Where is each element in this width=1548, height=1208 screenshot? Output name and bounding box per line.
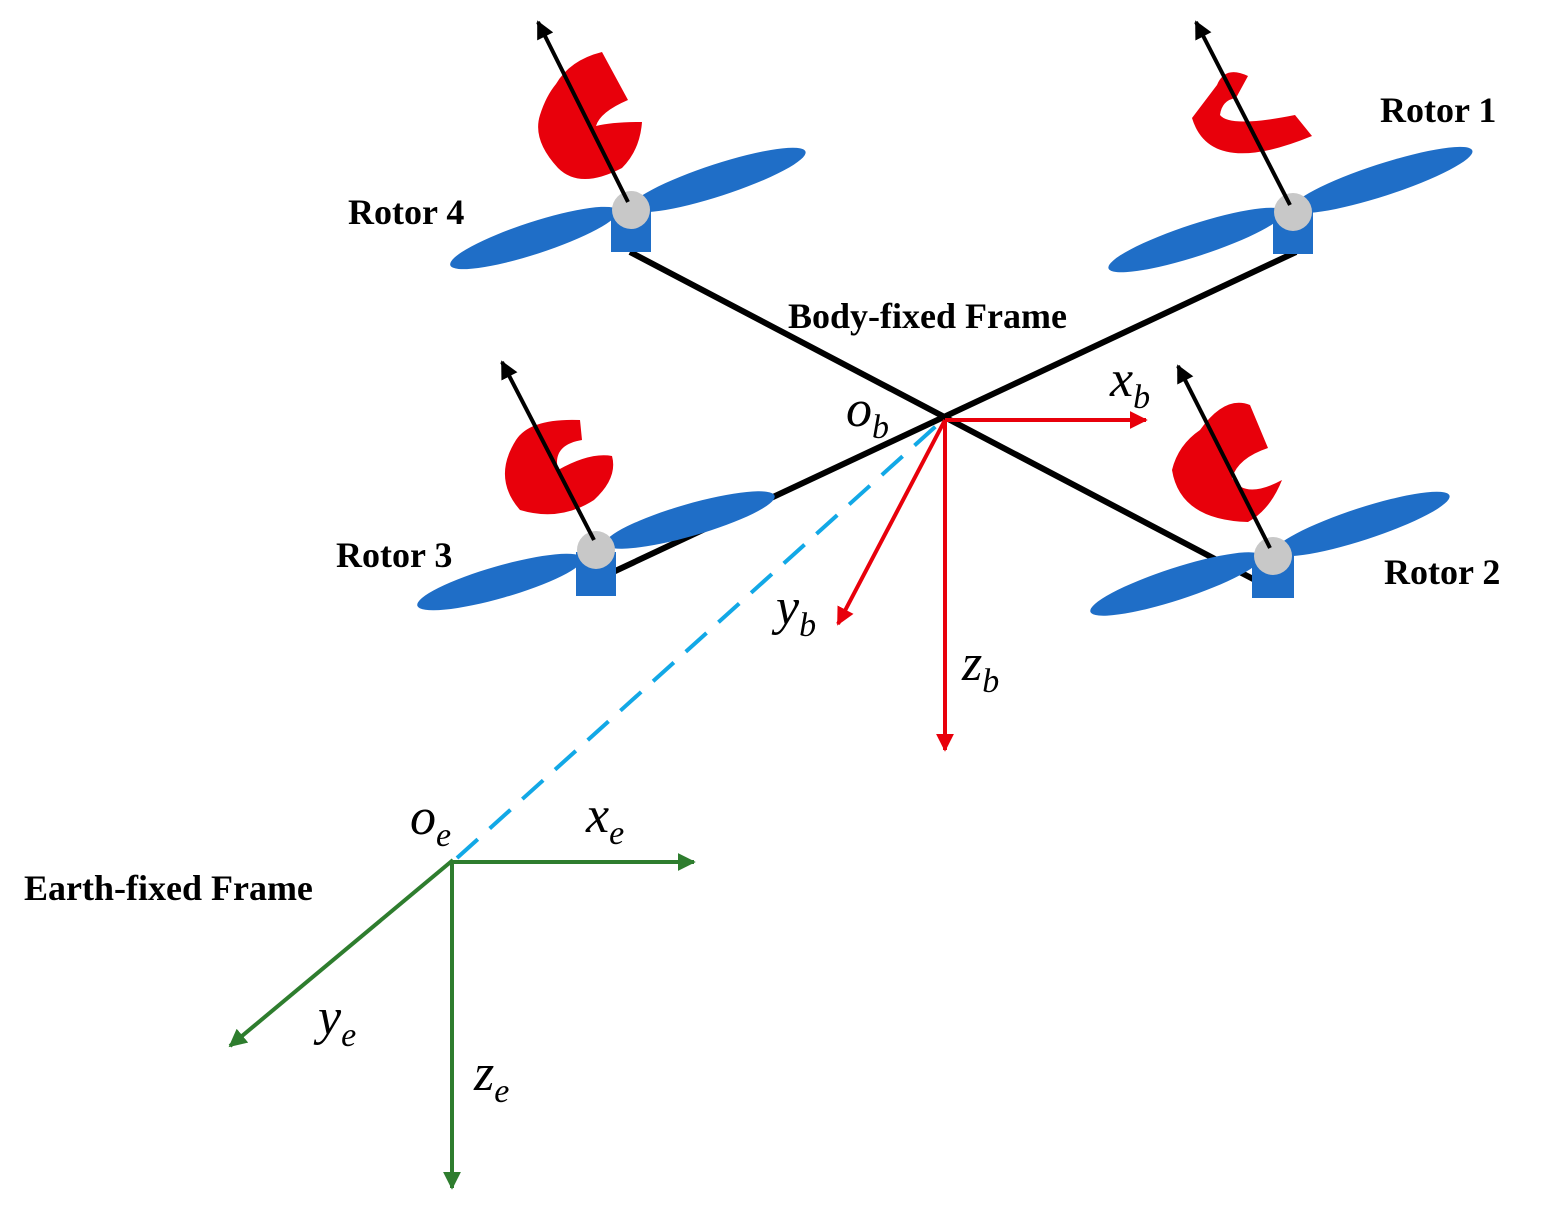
z-b-label: zb	[961, 635, 999, 700]
thrust-arrow	[500, 360, 596, 541]
y-b-label: yb	[771, 579, 816, 644]
motor-hub	[1274, 193, 1312, 231]
rotor2-label: Rotor 2	[1384, 552, 1500, 592]
y-b-axis-arrow	[836, 419, 947, 626]
rotor1-label: Rotor 1	[1380, 90, 1496, 130]
propeller-blade	[1291, 146, 1473, 214]
z-e-label: ze	[473, 1045, 509, 1110]
rotor3-label: Rotor 3	[336, 535, 452, 575]
earth-frame-label: Earth-fixed Frame	[24, 868, 313, 908]
spin-indicator	[538, 52, 642, 179]
rotor-1	[1108, 20, 1473, 273]
thrust-arrow	[536, 20, 630, 203]
propeller-blade	[1108, 207, 1284, 273]
motor-hub	[577, 531, 615, 569]
x-e-label: xe	[585, 787, 624, 852]
rotor-2	[1090, 364, 1450, 616]
thrust-arrow	[1194, 20, 1292, 206]
spin-indicator	[1192, 72, 1312, 154]
body-frame-label: Body-fixed Frame	[788, 296, 1067, 336]
propeller-blade	[605, 491, 775, 549]
propeller-blade	[1274, 491, 1450, 557]
propeller-blade	[417, 553, 583, 611]
motor-hub	[612, 191, 650, 229]
propeller-blade	[1090, 552, 1262, 616]
motor-hub	[1254, 537, 1292, 575]
body-axes	[836, 411, 1148, 752]
o-e-label: oe	[410, 789, 451, 854]
y-e-axis-arrow	[228, 858, 455, 1048]
propeller-blade	[450, 206, 618, 270]
rotor4-label: Rotor 4	[348, 192, 464, 232]
y-e-label: ye	[313, 989, 356, 1054]
position-vector	[455, 416, 947, 860]
rotor-3	[417, 360, 775, 611]
x-b-label: xb	[1109, 351, 1150, 416]
propeller-blade	[630, 147, 806, 213]
rotor-4	[450, 20, 806, 270]
spin-indicator	[504, 419, 614, 515]
thrust-arrow	[1176, 364, 1272, 549]
o-b-label: ob	[846, 381, 889, 446]
earth-axes	[228, 853, 696, 1190]
